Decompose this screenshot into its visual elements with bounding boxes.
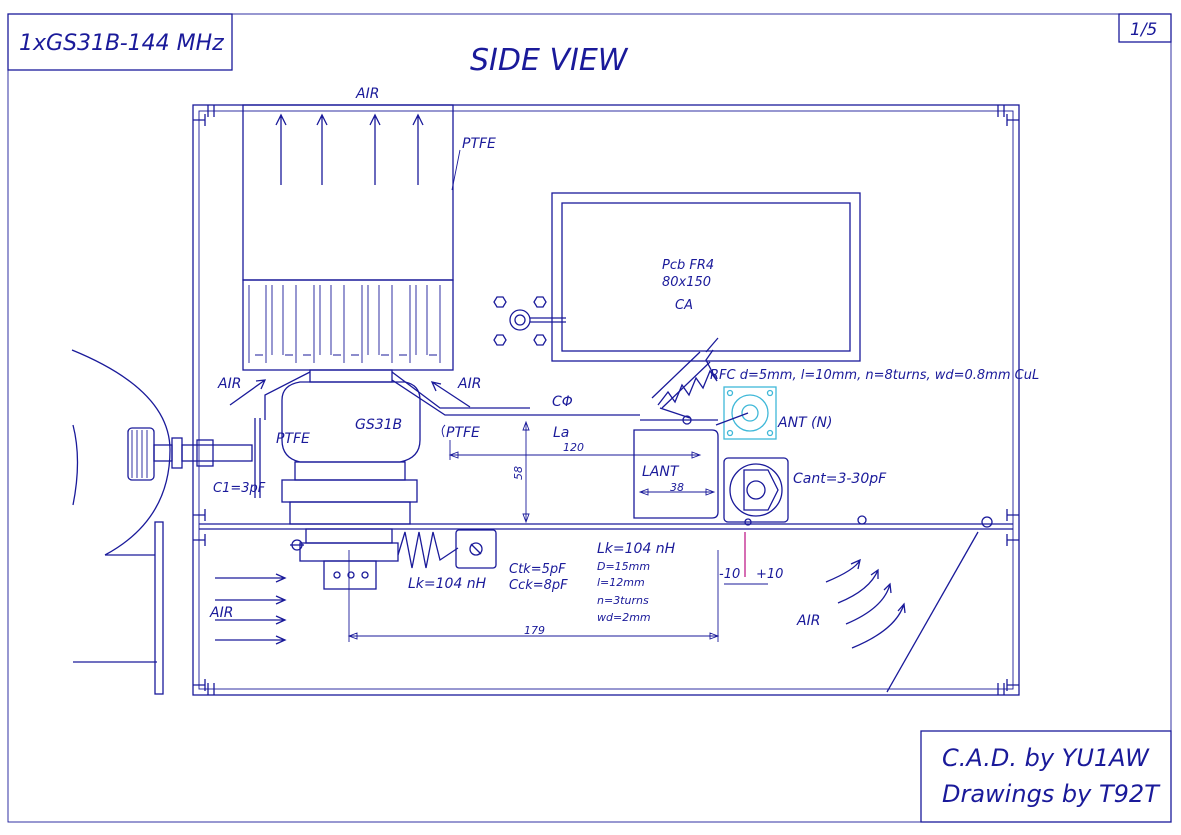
c-phi-label: CΦ — [552, 394, 573, 410]
dim-58 — [522, 420, 530, 524]
ant-label: ANT (N) — [777, 415, 832, 431]
sheet-border — [7, 13, 1172, 823]
dim-179 — [347, 550, 720, 642]
rfc-coil — [651, 337, 719, 419]
c1-label: C1=3pF — [213, 481, 266, 496]
air-arrows-tube — [229, 379, 471, 408]
lant-label: LANT — [642, 464, 680, 480]
lk-spec-l: l=12mm — [597, 576, 645, 589]
fan — [71, 349, 171, 695]
cant-label: Cant=3-30pF — [793, 471, 887, 487]
enclosure — [192, 104, 1020, 696]
dim-38-label: 38 — [670, 481, 684, 494]
air-label-right-tube: AIR — [457, 376, 481, 392]
ptfe-label-chimney: PTFE — [462, 136, 496, 152]
sheet-number-box — [1118, 13, 1172, 43]
dim-120 — [448, 440, 702, 460]
credits-line-1: C.A.D. by YU1AW — [942, 744, 1150, 772]
lk-coil — [397, 529, 497, 569]
pcb-label-3: CA — [675, 298, 693, 313]
credits-line-2: Drawings by T92T — [942, 780, 1161, 808]
lk-spec-n: n=3turns — [597, 594, 649, 607]
ptfe-label-left: PTFE — [276, 431, 310, 447]
air-label-outlet: AIR — [796, 613, 820, 629]
air-label-inlet: AIR — [209, 605, 233, 621]
project-title: 1xGS31B-144 MHz — [19, 31, 224, 56]
chimney — [242, 104, 454, 371]
tube-gs31b — [264, 369, 640, 525]
tube-label: GS31B — [355, 417, 402, 433]
tuning-knob — [127, 418, 261, 498]
lk-spec-title: Lk=104 nH — [597, 541, 676, 557]
cck-label: Cck=8pF — [509, 578, 568, 593]
tol-plus-label: +10 — [756, 567, 783, 582]
pcb-label-1: Pcb FR4 — [662, 258, 714, 273]
lk-coil-label: Lk=104 nH — [408, 576, 487, 592]
pcb-label-2: 80x150 — [662, 275, 711, 290]
feedthrough — [493, 296, 566, 346]
title-box — [7, 13, 233, 71]
cant-capacitor — [723, 457, 789, 526]
ant-connector — [715, 386, 777, 440]
la-label: La — [553, 425, 569, 441]
air-arrows-inlet — [215, 573, 287, 645]
dim-179-label: 179 — [524, 624, 545, 637]
cathode-socket — [290, 528, 399, 590]
air-label-top: AIR — [355, 86, 379, 102]
sheet-number: 1/5 — [1130, 20, 1157, 40]
dim-58-label: 58 — [512, 466, 525, 480]
view-title: SIDE VIEW — [470, 43, 629, 78]
ctk-label: Ctk=5pF — [509, 562, 566, 577]
lk-spec-wd: wd=2mm — [597, 611, 651, 624]
air-label-left-tube: AIR — [217, 376, 241, 392]
ptfe-label-mid: PTFE — [446, 425, 480, 441]
lant-box — [633, 415, 719, 519]
tol-minus-label: -10 — [719, 567, 740, 582]
air-arrows-curved — [825, 558, 906, 649]
dim-120-label: 120 — [563, 441, 584, 454]
tolerance-marker — [724, 532, 768, 585]
lk-spec-d: D=15mm — [597, 560, 650, 573]
rfc-label: RFC d=5mm, l=10mm, n=8turns, wd=0.8mm Cu… — [710, 368, 1039, 383]
credits-box — [920, 730, 1172, 823]
